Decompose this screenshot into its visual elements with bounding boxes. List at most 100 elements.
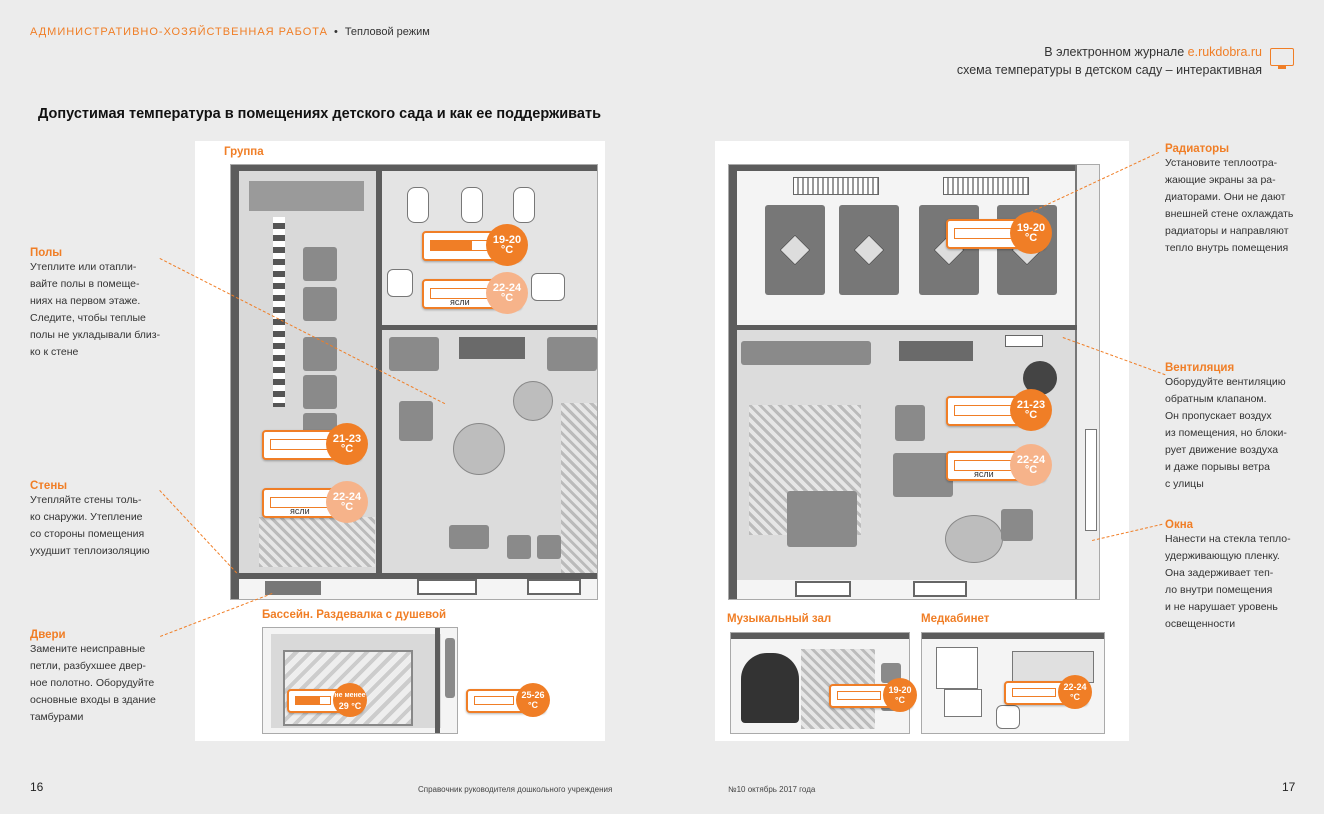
- footer-publication: Справочник руководителя дошкольного учре…: [418, 785, 613, 794]
- bed: [765, 205, 825, 295]
- washbasin: [531, 273, 565, 301]
- thermometer-toilet: 19-20 °C: [422, 224, 528, 266]
- monitor-cursor-icon[interactable]: [1270, 48, 1294, 69]
- wall: [731, 633, 909, 639]
- locker-bench: [249, 181, 364, 211]
- cabinet: [547, 337, 597, 371]
- thermometer-scale: [295, 696, 331, 705]
- temperature-badge: не менее 29 °C: [333, 683, 367, 717]
- thermometer-playroom-nursery: ясли 22-24 °C: [946, 444, 1052, 486]
- toy-block: [537, 535, 561, 559]
- wall: [737, 325, 1077, 330]
- bed: [839, 205, 899, 295]
- thermometer-toilet-nursery: ясли 22-24 °C: [422, 272, 528, 314]
- note-title: Вентиляция: [1165, 362, 1235, 374]
- chair: [895, 405, 925, 441]
- room-label-music: Музыкальный зал: [727, 613, 832, 625]
- page-number-left: 16: [30, 780, 44, 794]
- note-floors: Полы Утеплите или отапли- вайте полы в п…: [30, 247, 170, 361]
- note-title: Двери: [30, 629, 66, 641]
- badge-line2: 29 °C: [338, 701, 362, 711]
- play-table: [787, 491, 857, 547]
- thermometer-playroom: 21-23 °C: [946, 389, 1052, 431]
- ejournal-prefix: В электронном журнале: [1044, 45, 1188, 59]
- table: [893, 453, 953, 497]
- room-label-group: Группа: [224, 146, 264, 158]
- wall: [435, 628, 440, 733]
- chair: [1001, 509, 1033, 541]
- cabinet: [389, 337, 439, 371]
- badge-line1: не менее: [334, 692, 366, 699]
- group-floor-plan: [230, 164, 598, 600]
- thermometer-locker-nursery: ясли 22-24 °C: [262, 481, 368, 523]
- wall: [231, 165, 597, 171]
- toy-car: [449, 525, 489, 549]
- note-title: Стены: [30, 480, 68, 492]
- note-text: Нанести на стекла тепло- удерживающую пл…: [1165, 533, 1291, 630]
- toilet-fixture: [461, 187, 483, 223]
- washbasin: [387, 269, 413, 297]
- entrance-door: [265, 581, 321, 595]
- thermometer-scale: [430, 240, 490, 251]
- page-number-right: 17: [1282, 780, 1296, 794]
- thermometer-shower: 25-26 °C: [466, 683, 550, 717]
- thermometer-music: 19-20 °C: [829, 678, 917, 712]
- thermometer-scale: [954, 405, 1014, 416]
- radiator: [793, 177, 879, 195]
- temperature-badge: 25-26 °C: [516, 683, 550, 717]
- cabinet: [741, 341, 871, 365]
- rubric-separator: •: [333, 26, 339, 38]
- wall: [729, 165, 1099, 171]
- shoe-rack: [273, 217, 285, 407]
- note-text: Оборудуйте вентиляцию обратным клапаном.…: [1165, 376, 1287, 490]
- pool-floor-plan: [262, 627, 458, 734]
- note-text: Утепляйте стены толь- ко снаружи. Утепле…: [30, 494, 150, 557]
- round-table: [453, 423, 505, 475]
- thermometer-fill: [296, 697, 320, 704]
- temperature-badge: 19-20 °C: [883, 678, 917, 712]
- note-text: Утеплите или отапли- вайте полы в помеще…: [30, 261, 161, 358]
- thermometer-fill: [431, 241, 472, 250]
- thermometer-scale: [270, 439, 330, 450]
- temperature-badge: 22-24 °C: [486, 272, 528, 314]
- wall: [231, 165, 239, 599]
- ejournal-link[interactable]: e.rukdobra.ru: [1187, 45, 1262, 59]
- note-ventilation: Вентиляция Оборудуйте вентиляцию обратны…: [1165, 362, 1310, 493]
- ejournal-note: В электронном журнале e.rukdobra.ru схем…: [957, 43, 1262, 79]
- wall: [1075, 165, 1099, 599]
- thermometer-pool: не менее 29 °C: [287, 683, 367, 717]
- window: [913, 581, 967, 597]
- locker: [303, 287, 337, 321]
- locker: [303, 247, 337, 281]
- thermometer-bedroom: 19-20 °C: [946, 212, 1052, 254]
- toilet-fixture: [513, 187, 535, 223]
- note-doors: Двери Замените неисправные петли, разбух…: [30, 629, 180, 726]
- rubric-title: АДМИНИСТРАТИВНО-ХОЗЯЙСТВЕННАЯ РАБОТА: [30, 26, 328, 38]
- locker: [303, 375, 337, 409]
- thermometer-scale: [1012, 688, 1056, 697]
- washbasin: [996, 705, 1020, 729]
- play-carpet: [561, 403, 597, 573]
- footer-issue: №10 октябрь 2017 года: [728, 785, 816, 794]
- window: [795, 581, 851, 597]
- round-rug: [945, 515, 1003, 563]
- note-title: Окна: [1165, 519, 1194, 531]
- window: [527, 579, 581, 595]
- toy-block: [507, 535, 531, 559]
- thermometer-scale: [837, 691, 881, 700]
- note-text: Установите теплоотра- жающие экраны за р…: [1165, 157, 1294, 254]
- note-text: Замените неисправные петли, разбухшее дв…: [30, 643, 156, 723]
- room-label-pool: Бассейн. Раздевалка с душевой: [262, 609, 447, 621]
- toilet-fixture: [407, 187, 429, 223]
- medical-cabinet: [936, 647, 978, 689]
- nursery-tag: ясли: [450, 297, 470, 307]
- rubric: АДМИНИСТРАТИВНО-ХОЗЯЙСТВЕННАЯ РАБОТА•Теп…: [30, 26, 430, 38]
- temperature-badge: 19-20 °C: [486, 224, 528, 266]
- note-radiators: Радиаторы Установите теплоотра- жающие э…: [1165, 143, 1310, 257]
- locker: [303, 337, 337, 371]
- ejournal-description: схема температуры в детском саду – интер…: [956, 63, 1262, 77]
- window: [417, 579, 477, 595]
- thermometer-locker: 21-23 °C: [262, 423, 368, 465]
- nursery-tag: ясли: [974, 469, 994, 479]
- wall: [231, 573, 597, 579]
